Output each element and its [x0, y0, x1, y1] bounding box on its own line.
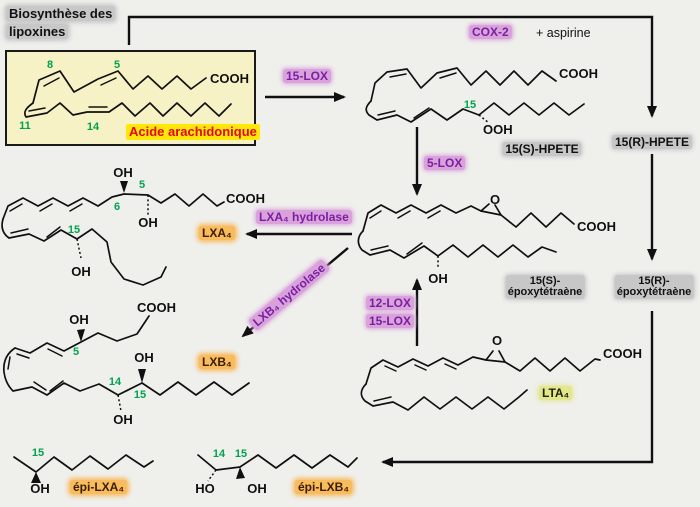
epoxy-cooh-label: COOH	[577, 219, 616, 234]
lxb4-cooh-label: COOH	[137, 300, 176, 315]
page-title-line2: lipoxines	[6, 24, 69, 39]
lxa4-oh-c6-label: OH	[113, 165, 133, 180]
epi-lxa4-number-15: 15	[32, 447, 44, 459]
aa-number-11: 11	[19, 120, 31, 132]
product-lxb4: LXB₄	[199, 355, 235, 369]
epoxy-oh-label: OH	[428, 271, 448, 286]
arrow-15r-epoxy-to-epi	[381, 311, 654, 467]
arachidonic-acid-label: Acide arachidonique	[126, 124, 260, 140]
enzyme-5lox: 5-LOX	[424, 156, 466, 170]
lxa4-number-5: 5	[139, 179, 145, 191]
lxa4-structure: OH OH COOH OH 5 6 15	[1, 165, 265, 286]
lxb4-oh-c14-label: OH	[113, 412, 133, 427]
product-15r-epoxytetraene: 15(R)- époxytétraène	[614, 275, 694, 299]
lxa4-oh-c15-label: OH	[71, 264, 91, 279]
lxa4-number-15: 15	[68, 224, 80, 236]
epi-lxa4-oh-label: OH	[30, 481, 50, 496]
aa-number-14: 14	[87, 121, 100, 133]
lxa4-cooh-label: COOH	[226, 191, 265, 206]
epi-lxb4-structure: HO OH 14 15	[195, 448, 358, 496]
epi-lxb4-number-14: 14	[213, 448, 226, 460]
enzyme-lxa4-hydrolase: LXA₄ hydrolase	[256, 210, 352, 224]
epoxytetraene-structure: O COOH OH	[357, 192, 616, 286]
product-epi-lxa4: épi-LXA₄	[70, 480, 128, 494]
enzyme-15lox-mid: 15-LOX	[366, 314, 415, 328]
enzyme-15lox-top: 15-LOX	[283, 69, 332, 83]
lta4-o-label: O	[492, 333, 502, 348]
hpete-cooh-label: COOH	[559, 66, 598, 81]
product-lta4: LTA₄	[539, 386, 573, 400]
epoxy-o-label: O	[490, 192, 500, 207]
lxb4-oh-c5-label: OH	[69, 312, 89, 327]
lxa4-oh-c5-label: OH	[138, 215, 158, 230]
cox2-aspirine-suffix: + aspirine	[536, 26, 591, 40]
lta4-structure: O COOH	[360, 333, 642, 411]
epi-lxb4-ho-label: HO	[195, 481, 215, 496]
epi-lxb4-oh-label: OH	[247, 481, 267, 496]
lxb4-number-15: 15	[134, 389, 146, 401]
enzyme-cox2: COX-2	[469, 25, 512, 39]
aa-number-8: 8	[47, 59, 53, 71]
product-15s-epoxytetraene-line1: 15(S)-	[529, 275, 561, 287]
product-15r-hpete: 15(R)-HPETE	[611, 135, 693, 149]
lxb4-number-14: 14	[109, 376, 122, 388]
lta4-cooh-label: COOH	[603, 346, 642, 361]
arrow-aa-to-15r-hpete	[127, 15, 657, 118]
enzyme-12lox: 12-LOX	[366, 296, 415, 310]
hpete-ooh-label: OOH	[483, 122, 513, 137]
product-15s-epoxytetraene: 15(S)- époxytétraène	[505, 275, 585, 299]
product-epi-lxb4: épi-LXB₄	[295, 480, 353, 494]
product-15r-epoxytetraene-line1: 15(R)-	[638, 275, 670, 287]
page-title: Biosynthèse des lipoxines	[6, 5, 116, 41]
aa-number-5: 5	[114, 59, 120, 71]
product-lxa4: LXA₄	[199, 226, 235, 240]
page-title-line1: Biosynthèse des	[6, 6, 116, 21]
product-15s-epoxytetraene-line2: époxytétraène	[507, 286, 583, 298]
epi-lxa4-structure: OH 15	[13, 447, 154, 496]
product-15r-epoxytetraene-line2: époxytétraène	[616, 286, 692, 298]
lxb4-oh-c15-label: OH	[134, 350, 154, 365]
aa-cooh-label: COOH	[210, 71, 249, 86]
lxb4-number-5: 5	[73, 346, 79, 358]
product-15s-hpete: 15(S)-HPETE	[502, 142, 582, 156]
hpete-s-structure: COOH OOH 15	[365, 66, 598, 137]
lxb4-structure: COOH OH OH OH 5 14 15	[2, 300, 250, 427]
lxa4-number-6: 6	[114, 201, 120, 213]
epi-lxb4-number-15: 15	[235, 448, 247, 460]
hpete-number-15: 15	[464, 99, 476, 111]
arachidonic-acid-structure: COOH 8 5 11 14	[19, 59, 249, 133]
